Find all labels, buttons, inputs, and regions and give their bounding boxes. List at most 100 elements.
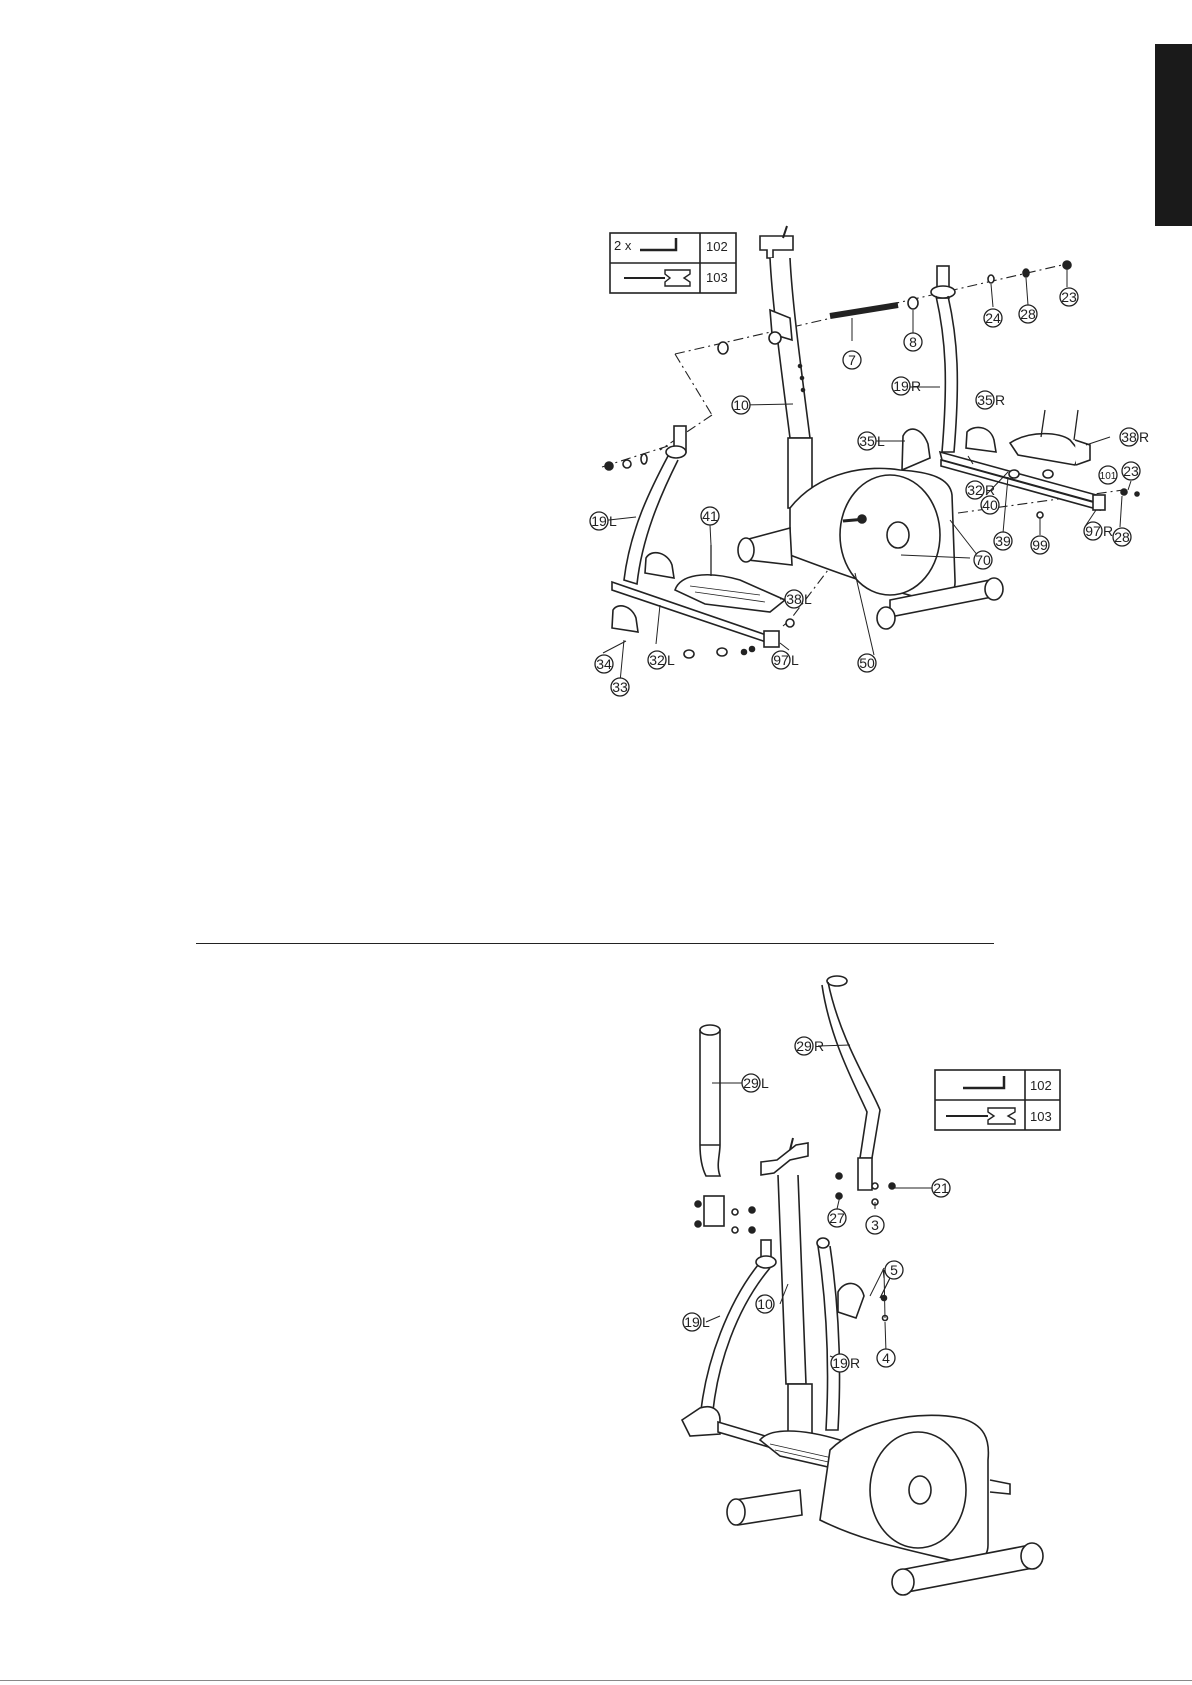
callout-50: 50 — [858, 654, 876, 672]
svg-text:19: 19 — [591, 513, 607, 529]
callout-23a: 23 — [1060, 288, 1078, 306]
svg-text:L: L — [667, 652, 675, 668]
svg-text:R: R — [995, 392, 1005, 408]
left-cover-35 — [902, 429, 930, 470]
svg-text:34: 34 — [596, 656, 612, 672]
left-end-cap — [612, 606, 638, 632]
flywheel-housing — [790, 468, 955, 600]
svg-text:32: 32 — [649, 652, 665, 668]
step2-hardware — [695, 1173, 895, 1321]
svg-text:L: L — [761, 1075, 769, 1091]
tool-part-103: 103 — [1030, 1109, 1052, 1124]
svg-text:5: 5 — [890, 1262, 898, 1278]
tool-part-102: 102 — [1030, 1078, 1052, 1093]
svg-text:35: 35 — [859, 433, 875, 449]
svg-text:3: 3 — [871, 1217, 879, 1233]
callout-41: 41 — [701, 507, 719, 525]
svg-text:19: 19 — [684, 1314, 700, 1330]
svg-text:L: L — [791, 652, 799, 668]
callout-8: 8 — [904, 333, 922, 351]
svg-text:28: 28 — [1020, 306, 1036, 322]
callout-99: 99 — [1031, 536, 1049, 554]
step2-arms — [700, 1238, 840, 1430]
callout-21: 21 — [932, 1179, 950, 1197]
svg-text:4: 4 — [882, 1350, 890, 1366]
svg-text:29: 29 — [796, 1038, 812, 1054]
svg-text:97: 97 — [1085, 523, 1101, 539]
svg-text:40: 40 — [982, 497, 998, 513]
right-arm — [931, 266, 957, 452]
callout-28a: 28 — [1019, 305, 1037, 323]
callout-70: 70 — [974, 551, 992, 569]
svg-text:39: 39 — [995, 533, 1011, 549]
svg-text:R: R — [911, 378, 921, 394]
callout-34: 34 — [595, 655, 613, 673]
svg-text:97: 97 — [773, 652, 789, 668]
step2-flywheel-housing — [820, 1415, 1010, 1562]
callout-28b: 28 — [1113, 528, 1131, 546]
right-handlebar — [822, 976, 880, 1190]
callout-4: 4 — [877, 1349, 895, 1367]
callout-3: 3 — [866, 1216, 884, 1234]
callout-35l: 35L — [858, 432, 885, 450]
callout-27: 27 — [828, 1209, 846, 1227]
svg-text:33: 33 — [612, 679, 628, 695]
callout-101: 101 — [1099, 466, 1117, 484]
step2-diagram: 29R 29L 21 27 3 5 10 19L 4 19R 102 103 — [682, 976, 1060, 1595]
bottle-holder — [838, 1283, 864, 1318]
svg-text:10: 10 — [733, 397, 749, 413]
right-foot-pedal — [1010, 410, 1090, 465]
svg-text:32: 32 — [967, 482, 983, 498]
svg-text:50: 50 — [859, 655, 875, 671]
callout-24: 24 — [984, 309, 1002, 327]
svg-text:38: 38 — [1121, 429, 1137, 445]
svg-text:L: L — [702, 1314, 710, 1330]
callout-10: 10 — [732, 396, 750, 414]
svg-text:19: 19 — [832, 1355, 848, 1371]
callout-32l: 32L — [648, 651, 675, 669]
left-handlebar — [700, 1025, 724, 1226]
svg-text:19: 19 — [893, 378, 909, 394]
svg-text:R: R — [1139, 429, 1149, 445]
callout-10: 10 — [756, 1295, 774, 1313]
svg-text:L: L — [609, 513, 617, 529]
svg-text:101: 101 — [1100, 471, 1117, 482]
svg-text:23: 23 — [1123, 463, 1139, 479]
callout-97r: 97R — [1084, 522, 1113, 540]
callout-23b: 23 — [1122, 462, 1140, 480]
svg-text:29: 29 — [743, 1075, 759, 1091]
svg-text:99: 99 — [1032, 537, 1048, 553]
callout-39: 39 — [994, 532, 1012, 550]
svg-text:10: 10 — [757, 1296, 773, 1312]
svg-text:L: L — [877, 433, 885, 449]
callout-29r: 29R — [795, 1037, 824, 1055]
svg-text:7: 7 — [848, 352, 856, 368]
svg-text:24: 24 — [985, 310, 1001, 326]
tool-part-102: 102 — [706, 239, 728, 254]
svg-text:R: R — [814, 1038, 824, 1054]
step1-diagram: 23 28 24 8 7 10 19R 35R 35L 38R 101 23 3… — [590, 226, 1149, 696]
axle-rod — [830, 305, 898, 316]
svg-text:70: 70 — [975, 552, 991, 568]
svg-text:38: 38 — [786, 591, 802, 607]
svg-text:41: 41 — [702, 508, 718, 524]
svg-text:27: 27 — [829, 1210, 845, 1226]
callout-5: 5 — [885, 1261, 903, 1279]
svg-text:L: L — [804, 591, 812, 607]
svg-text:23: 23 — [1061, 289, 1077, 305]
upright-post — [760, 226, 812, 508]
tool-quantity: 2 x — [614, 238, 632, 253]
left-cover — [645, 553, 674, 578]
svg-text:R: R — [1103, 523, 1113, 539]
right-cover — [966, 427, 996, 452]
